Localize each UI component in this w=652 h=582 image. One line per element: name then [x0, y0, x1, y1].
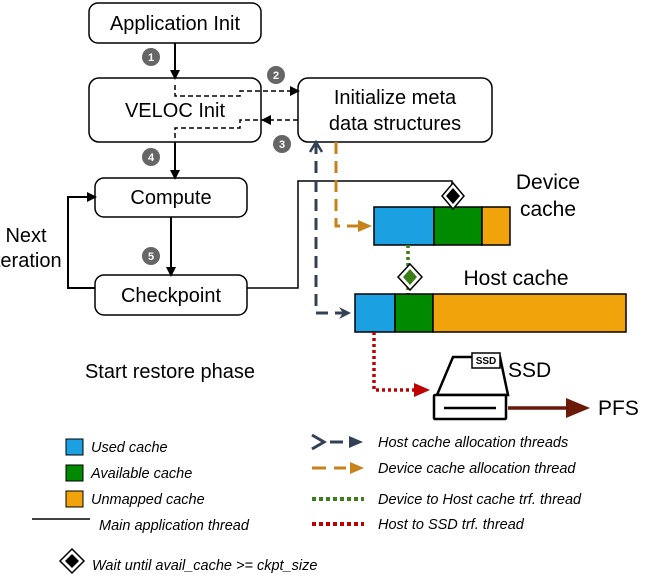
- host-available-segment: [394, 293, 434, 333]
- host-alloc-thread-arrow: [314, 142, 343, 315]
- device-available-segment: [433, 206, 483, 246]
- veloc-init-label: VELOC Init: [125, 100, 225, 122]
- device-cache-bar: [373, 206, 511, 246]
- svg-text:1: 1: [148, 52, 154, 64]
- legend-used: Used cache: [65, 438, 168, 456]
- legend-device-alloc: Device cache allocation thread: [312, 461, 576, 477]
- svg-text:4: 4: [148, 152, 155, 164]
- pfs-label: PFS: [598, 397, 639, 420]
- initialize-meta-label-line2: data structures: [329, 113, 461, 135]
- compute-box: Compute: [94, 177, 248, 218]
- restore-phase-label: Start restore phase: [85, 361, 255, 383]
- device-wait-diamond: [441, 181, 465, 211]
- legend-unmapped-label: Unmapped cache: [91, 492, 205, 508]
- dashed-veloc-to-meta: [174, 85, 300, 97]
- legend-wait: Wait until avail_cache >= ckpt_size: [58, 547, 317, 575]
- device-used-segment: [373, 206, 435, 246]
- host-cache-bar: [354, 293, 627, 333]
- arrow-next-iteration: [67, 192, 97, 289]
- legend-host-alloc-label: Host cache allocation threads: [378, 435, 568, 451]
- legend-host-to-ssd: Host to SSD trf. thread: [312, 517, 525, 533]
- ssd-label: SSD: [508, 359, 551, 382]
- legend-wait-label: Wait until avail_cache >= ckpt_size: [92, 558, 317, 574]
- legend-unmapped: Unmapped cache: [65, 490, 205, 508]
- legend-available-label: Available cache: [90, 466, 192, 482]
- legend-host-alloc: Host cache allocation threads: [311, 433, 568, 451]
- application-init-label: Application Init: [110, 13, 241, 35]
- application-init-box: Application Init: [88, 2, 262, 44]
- svg-text:3: 3: [279, 139, 285, 151]
- legend-host-to-ssd-label: Host to SSD trf. thread: [378, 517, 525, 533]
- step-5-marker: 5: [142, 247, 160, 265]
- device-cache-label-line2: cache: [520, 198, 576, 221]
- device-alloc-thread-arrow: [334, 142, 362, 228]
- step-3-marker: 3: [273, 135, 291, 153]
- device-cache-label-line1: Device: [516, 171, 580, 194]
- host-unmapped-segment: [432, 293, 627, 333]
- legend-dev-to-host: Device to Host cache trf. thread: [312, 492, 582, 508]
- step-1-marker: 1: [142, 48, 160, 66]
- legend-dev-to-host-label: Device to Host cache trf. thread: [378, 492, 582, 508]
- checkpoint-label: Checkpoint: [121, 285, 222, 307]
- next-iteration-label-line2: iteration: [0, 250, 62, 272]
- compute-label: Compute: [130, 187, 211, 209]
- dashed-meta-to-veloc: [174, 119, 298, 140]
- device-unmapped-segment: [481, 206, 511, 246]
- initialize-meta-box: Initialize meta data structures: [297, 77, 493, 143]
- host-used-segment: [354, 293, 396, 333]
- next-iteration-label-line1: Next: [5, 225, 47, 247]
- legend-device-alloc-label: Device cache allocation thread: [378, 461, 576, 477]
- host-to-ssd-transfer: [372, 332, 418, 392]
- initialize-meta-label-line1: Initialize meta: [334, 87, 457, 109]
- host-cache-label: Host cache: [463, 267, 568, 290]
- step-2-marker: 2: [267, 66, 285, 84]
- legend-main-thread-label: Main application thread: [99, 518, 250, 534]
- svg-text:5: 5: [148, 251, 154, 263]
- checkpoint-box: Checkpoint: [94, 274, 248, 316]
- host-wait-diamond: [396, 262, 424, 292]
- legend-available: Available cache: [65, 464, 192, 482]
- step-4-marker: 4: [142, 148, 160, 166]
- legend-used-label: Used cache: [91, 440, 168, 456]
- svg-text:2: 2: [273, 70, 279, 82]
- legend-main-thread: Main application thread: [32, 518, 250, 534]
- ssd-drive-icon: SSD: [432, 352, 510, 421]
- host-alloc-fork: [308, 139, 324, 153]
- ssd-chip-label: SSD: [476, 356, 497, 367]
